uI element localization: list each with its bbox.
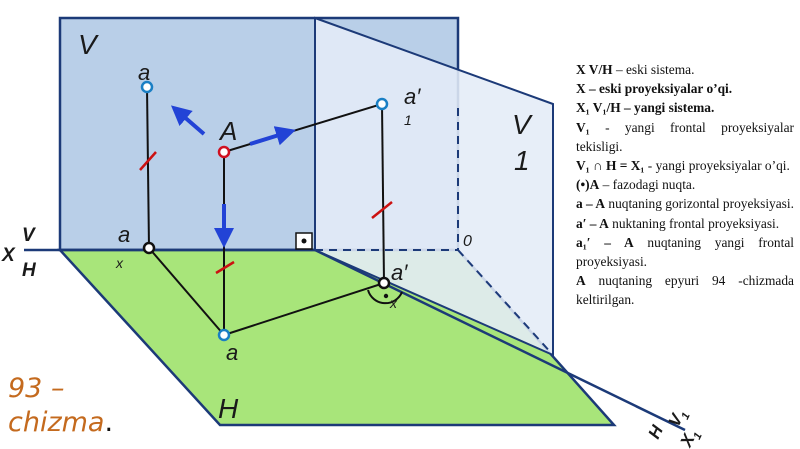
label-point-a-top: a <box>138 60 150 85</box>
note-text: X – eski proyeksiyalar o’qi. <box>576 81 733 97</box>
label-point-a-bottom: a <box>226 340 238 365</box>
point-a-top <box>140 80 154 94</box>
label-plane-v1-top: V <box>512 109 533 140</box>
note-line: a – A nuqtaning gorizontal proyeksiyasi. <box>576 194 794 213</box>
label-point-a-prime: a′ <box>404 84 421 109</box>
label-axis-v: V <box>22 225 36 246</box>
point-a-bottom <box>217 328 231 342</box>
v1-hidden-diagonal <box>457 249 554 356</box>
caption-line-1: 93 – <box>8 373 65 404</box>
angle-dot <box>383 293 389 299</box>
label-axis-v-bottom-group: V 1 <box>665 410 693 430</box>
note-text: – eski sistema. <box>612 62 695 77</box>
label-point-a-left: a <box>118 222 130 247</box>
figure-caption: 93 – chizma. <box>8 372 113 440</box>
label-axis-h-bottom: H <box>645 422 668 442</box>
note-text: V₁ <box>576 119 590 135</box>
proj-line-a-top-to-ax <box>146 86 150 249</box>
note-text: - yangi frontal proyeksiyalar tekisligi. <box>576 119 794 154</box>
label-axis-x-bottom-group: X 1 <box>676 430 705 449</box>
arrow-to-a-prime <box>249 126 296 146</box>
tick-mark-3 <box>371 201 393 219</box>
note-line: a′ – A nuktaning frontal proyeksiyasi. <box>576 214 794 233</box>
label-point-a-prime2-sub: x <box>389 295 398 311</box>
note-text: X₁ V₁/H – yangi sistema. <box>576 100 715 116</box>
note-text: a₁′ – A <box>576 234 634 250</box>
note-text: (•)A <box>576 177 600 193</box>
note-line: A nuqtaning epyuri 94 -chizmada keltiril… <box>576 271 794 309</box>
caption-line-2: chizma. <box>8 406 113 440</box>
label-point-a-prime2: a′ <box>391 260 408 285</box>
arrow-to-a-top <box>170 105 206 136</box>
note-line: X₁ V₁/H – yangi sistema. <box>576 98 794 117</box>
note-text: nuktaning frontal proyeksiyasi. <box>608 215 780 231</box>
point-A <box>217 145 231 159</box>
label-plane-v: V <box>78 29 99 60</box>
x1-axis-line <box>314 248 686 432</box>
label-point-a-prime-sub: 1 <box>404 112 412 128</box>
label-point-A: A <box>218 116 237 146</box>
label-point-a-left-sub: x <box>115 255 124 271</box>
note-line: a₁′ – A nuqtaning yangi frontal proyeksi… <box>576 233 794 271</box>
label-axis-bottom-group: H <box>645 422 668 442</box>
note-text: a – A <box>576 196 606 212</box>
note-text: – fazodagi nuqta. <box>599 177 696 193</box>
point-a-prime2 <box>377 276 391 290</box>
caption-dot: . <box>104 407 114 438</box>
label-axis-v-bottom-sub: 1 <box>679 411 692 422</box>
point-ax <box>142 241 156 255</box>
label-axis-x: X <box>1 245 16 266</box>
label-plane-v1-bottom: 1 <box>514 145 530 176</box>
note-text: a′ – A <box>576 215 609 231</box>
note-text: nuqtaning gorizontal proyeksiyasi. <box>605 196 794 212</box>
note-text: V₁ ∩ H = X₁ <box>576 158 645 174</box>
point-a-prime <box>375 97 389 111</box>
note-text: A <box>576 273 586 289</box>
right-angle-arc <box>367 289 403 305</box>
note-text: X V/H <box>576 62 613 77</box>
note-text: nuqtaning epyuri 94 -chizmada keltirilga… <box>576 273 794 308</box>
note-line: (•)A – fazodagi nuqta. <box>576 175 794 194</box>
right-angle-dot <box>301 238 307 244</box>
note-line: V₁ ∩ H = X₁ - yangi proyeksiyalar o’qi. <box>576 156 794 175</box>
notes-panel: X V/H – eski sistema. X – eski proyeksiya… <box>576 60 794 310</box>
caption-line-2-text: chizma <box>8 407 105 438</box>
proj-line-ax-to-a <box>148 247 225 336</box>
note-line: X V/H – eski sistema. <box>576 60 794 79</box>
label-plane-h: H <box>218 393 239 424</box>
label-origin: 0 <box>463 233 472 250</box>
note-text: - yangi proyeksiyalar o’qi. <box>644 158 790 174</box>
label-axis-h: H <box>22 260 37 281</box>
note-line: V₁ - yangi frontal proyeksiyalar tekisli… <box>576 118 794 156</box>
tick-mark-1 <box>139 151 157 171</box>
tick-mark-2 <box>215 260 235 275</box>
proj-line-a-to-a-prime2 <box>223 282 385 336</box>
note-text: nuqtaning yangi frontal proyeksiyasi. <box>576 234 794 270</box>
proj-line-a-prime-down <box>381 103 385 284</box>
label-axis-x-bottom-sub: 1 <box>691 431 704 442</box>
note-line: X – eski proyeksiyalar o’qi. <box>576 79 794 98</box>
